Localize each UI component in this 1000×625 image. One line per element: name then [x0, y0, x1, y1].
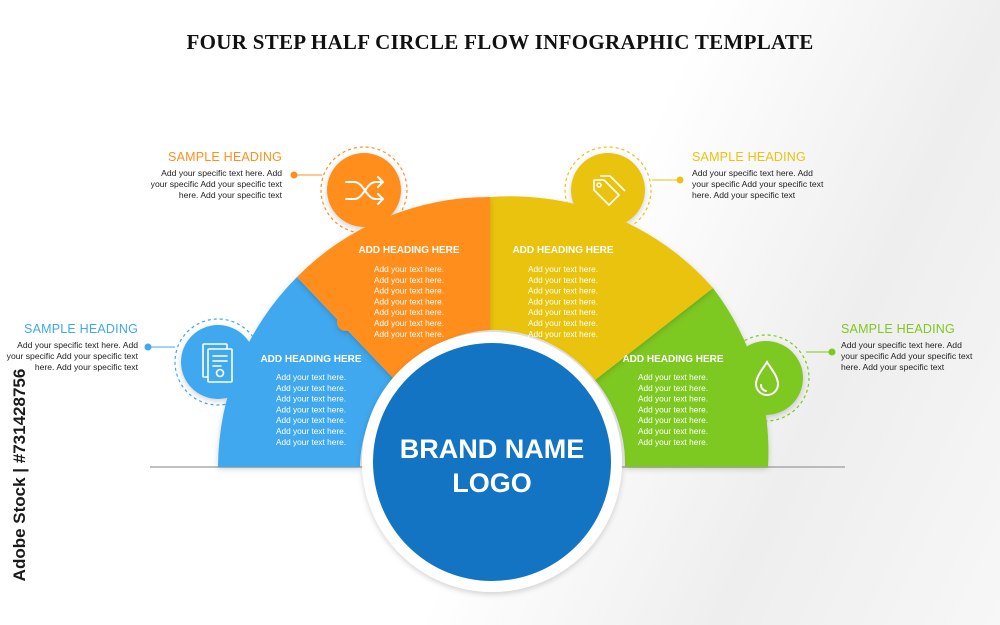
segment-body-text: Add your text here.Add your text here.Ad… [638, 372, 708, 447]
segment-step-4[interactable] [595, 288, 803, 467]
water-drop-icon [754, 360, 780, 396]
callout-text: Add your specific text here. Add your sp… [692, 168, 824, 200]
callout-text: Add your specific text here. Add your sp… [841, 340, 973, 372]
stock-id-text: Adobe Stock | #731428756 [10, 368, 29, 582]
callout-step-3: SAMPLE HEADING Add your specific text he… [692, 150, 882, 201]
shuffle-icon [345, 176, 384, 205]
callout-heading: SAMPLE HEADING [841, 322, 955, 336]
icon-ring-4 [722, 334, 810, 422]
brand-name-text: BRAND NAME [400, 434, 585, 464]
page-title: FOUR STEP HALF CIRCLE FLOW INFOGRAPHIC T… [186, 30, 814, 54]
segment-heading: ADD HEADING HERE [260, 354, 361, 365]
callout-heading: SAMPLE HEADING [168, 150, 282, 164]
segment-heading: ADD HEADING HERE [358, 245, 459, 256]
segment-text-step-4: ADD HEADING HERE Add your text here.Add y… [622, 354, 723, 447]
brand-logo-circle: BRAND NAME LOGO [362, 332, 622, 592]
icon-ring-3 [564, 146, 652, 234]
segment-step-3[interactable] [482, 153, 713, 380]
callout-step-1: SAMPLE HEADING Add your specific text he… [0, 322, 138, 373]
segment-heading: ADD HEADING HERE [512, 245, 613, 256]
callout-step-4: SAMPLE HEADING Add your specific text he… [841, 322, 997, 373]
price-tag-icon [593, 175, 626, 206]
segment-body-text: Add your text here.Add your text here.Ad… [276, 372, 346, 447]
segment-body-text: Add your text here.Add your text here.Ad… [374, 264, 444, 339]
callout-text: Add your specific text here. Add your sp… [6, 340, 138, 372]
icon-ring-2 [320, 146, 408, 234]
segment-text-step-3: ADD HEADING HERE Add your text here.Add y… [512, 245, 613, 339]
callout-heading: SAMPLE HEADING [692, 150, 806, 164]
segment-body-text: Add your text here.Add your text here.Ad… [528, 264, 598, 339]
segment-heading: ADD HEADING HERE [622, 354, 723, 365]
certificate-icon [202, 343, 233, 383]
callout-connectors [144, 171, 836, 356]
icon-ring-1 [174, 318, 262, 406]
segment-text-step-1: ADD HEADING HERE Add your text here.Add y… [260, 354, 361, 447]
callout-heading: SAMPLE HEADING [24, 322, 138, 336]
segment-text-step-2: ADD HEADING HERE Add your text here.Add y… [358, 245, 459, 339]
callout-text: Add your specific text here. Add your sp… [150, 168, 282, 200]
brand-logo-text: LOGO [452, 468, 532, 498]
stock-id-mark: Adobe Stock | #731428756 [4, 369, 36, 582]
callout-step-2: SAMPLE HEADING Add your specific text he… [92, 150, 282, 201]
